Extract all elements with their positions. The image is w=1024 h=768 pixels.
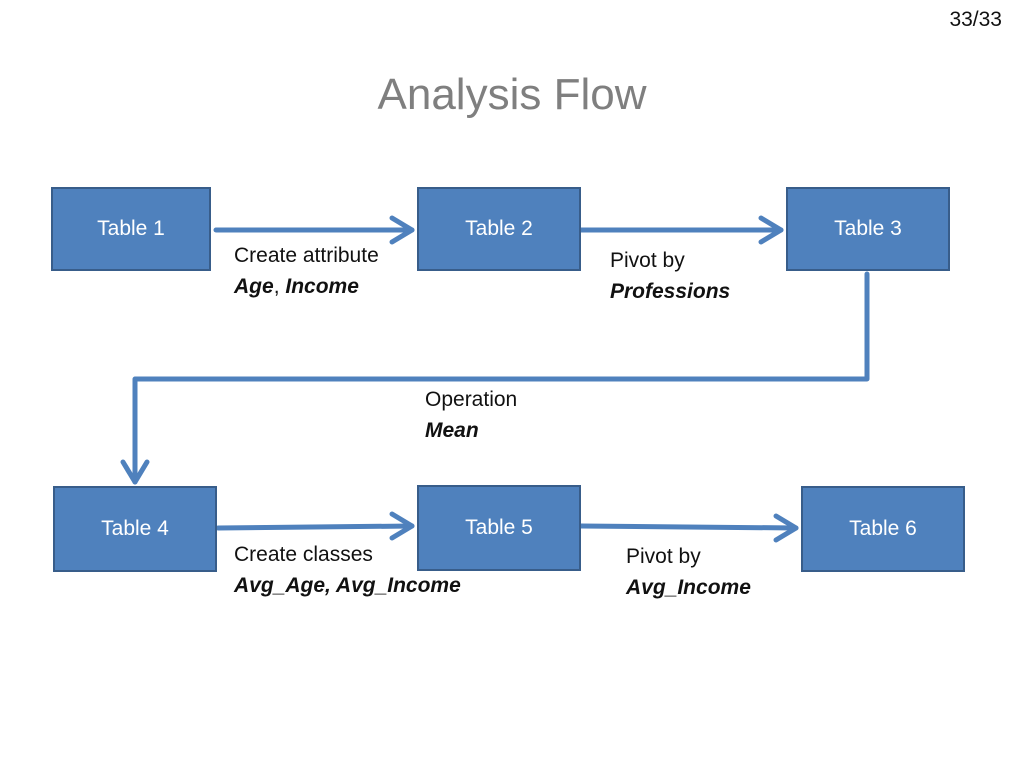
pivot-avg-income-text: Pivot by <box>626 545 701 568</box>
term-mean: Mean <box>425 419 479 442</box>
arrowhead-table3-table4 <box>120 459 150 485</box>
table-4-node: Table 4 <box>53 486 217 572</box>
term-age: Age <box>234 275 274 298</box>
table-1-node: Table 1 <box>51 187 211 271</box>
table-3-node: Table 3 <box>786 187 950 271</box>
table-2-node: Table 2 <box>417 187 581 271</box>
arrowhead-table4-table5 <box>389 511 415 541</box>
create-attribute-text: Create attribute <box>234 244 379 267</box>
term-avg-age-avg-income: Avg_Age, Avg_Income <box>234 574 461 597</box>
page-number: 33/33 <box>949 8 1002 31</box>
term-income: Income <box>285 275 359 298</box>
table-6-node: Table 6 <box>801 486 965 572</box>
arrowhead-table2-table3 <box>758 215 784 245</box>
arrowhead-table5-table6 <box>773 513 799 543</box>
pivot-avg-income-label: Pivot by Avg_Income <box>626 541 751 603</box>
create-classes-text: Create classes <box>234 543 373 566</box>
pivot-professions-text: Pivot by <box>610 249 685 272</box>
operation-mean-label: Operation Mean <box>425 384 517 446</box>
pivot-professions-label: Pivot by Professions <box>610 245 730 307</box>
term-avg-income: Avg_Income <box>626 576 751 599</box>
arrow-table5-table6 <box>578 523 799 531</box>
arrowhead-table1-table2 <box>389 215 415 245</box>
arrow-table4-table5 <box>215 523 415 531</box>
term-separator: , <box>273 275 286 298</box>
create-classes-label: Create classes Avg_Age, Avg_Income <box>234 539 461 601</box>
operation-text: Operation <box>425 388 518 411</box>
term-professions: Professions <box>610 280 731 303</box>
create-attribute-terms: Age, Income <box>234 271 379 302</box>
slide-title: Analysis Flow <box>377 70 647 119</box>
table-5-node: Table 5 <box>417 485 581 571</box>
arrow-table3-table4 <box>132 271 870 485</box>
create-attribute-label: Create attribute Age, Income <box>234 240 379 302</box>
